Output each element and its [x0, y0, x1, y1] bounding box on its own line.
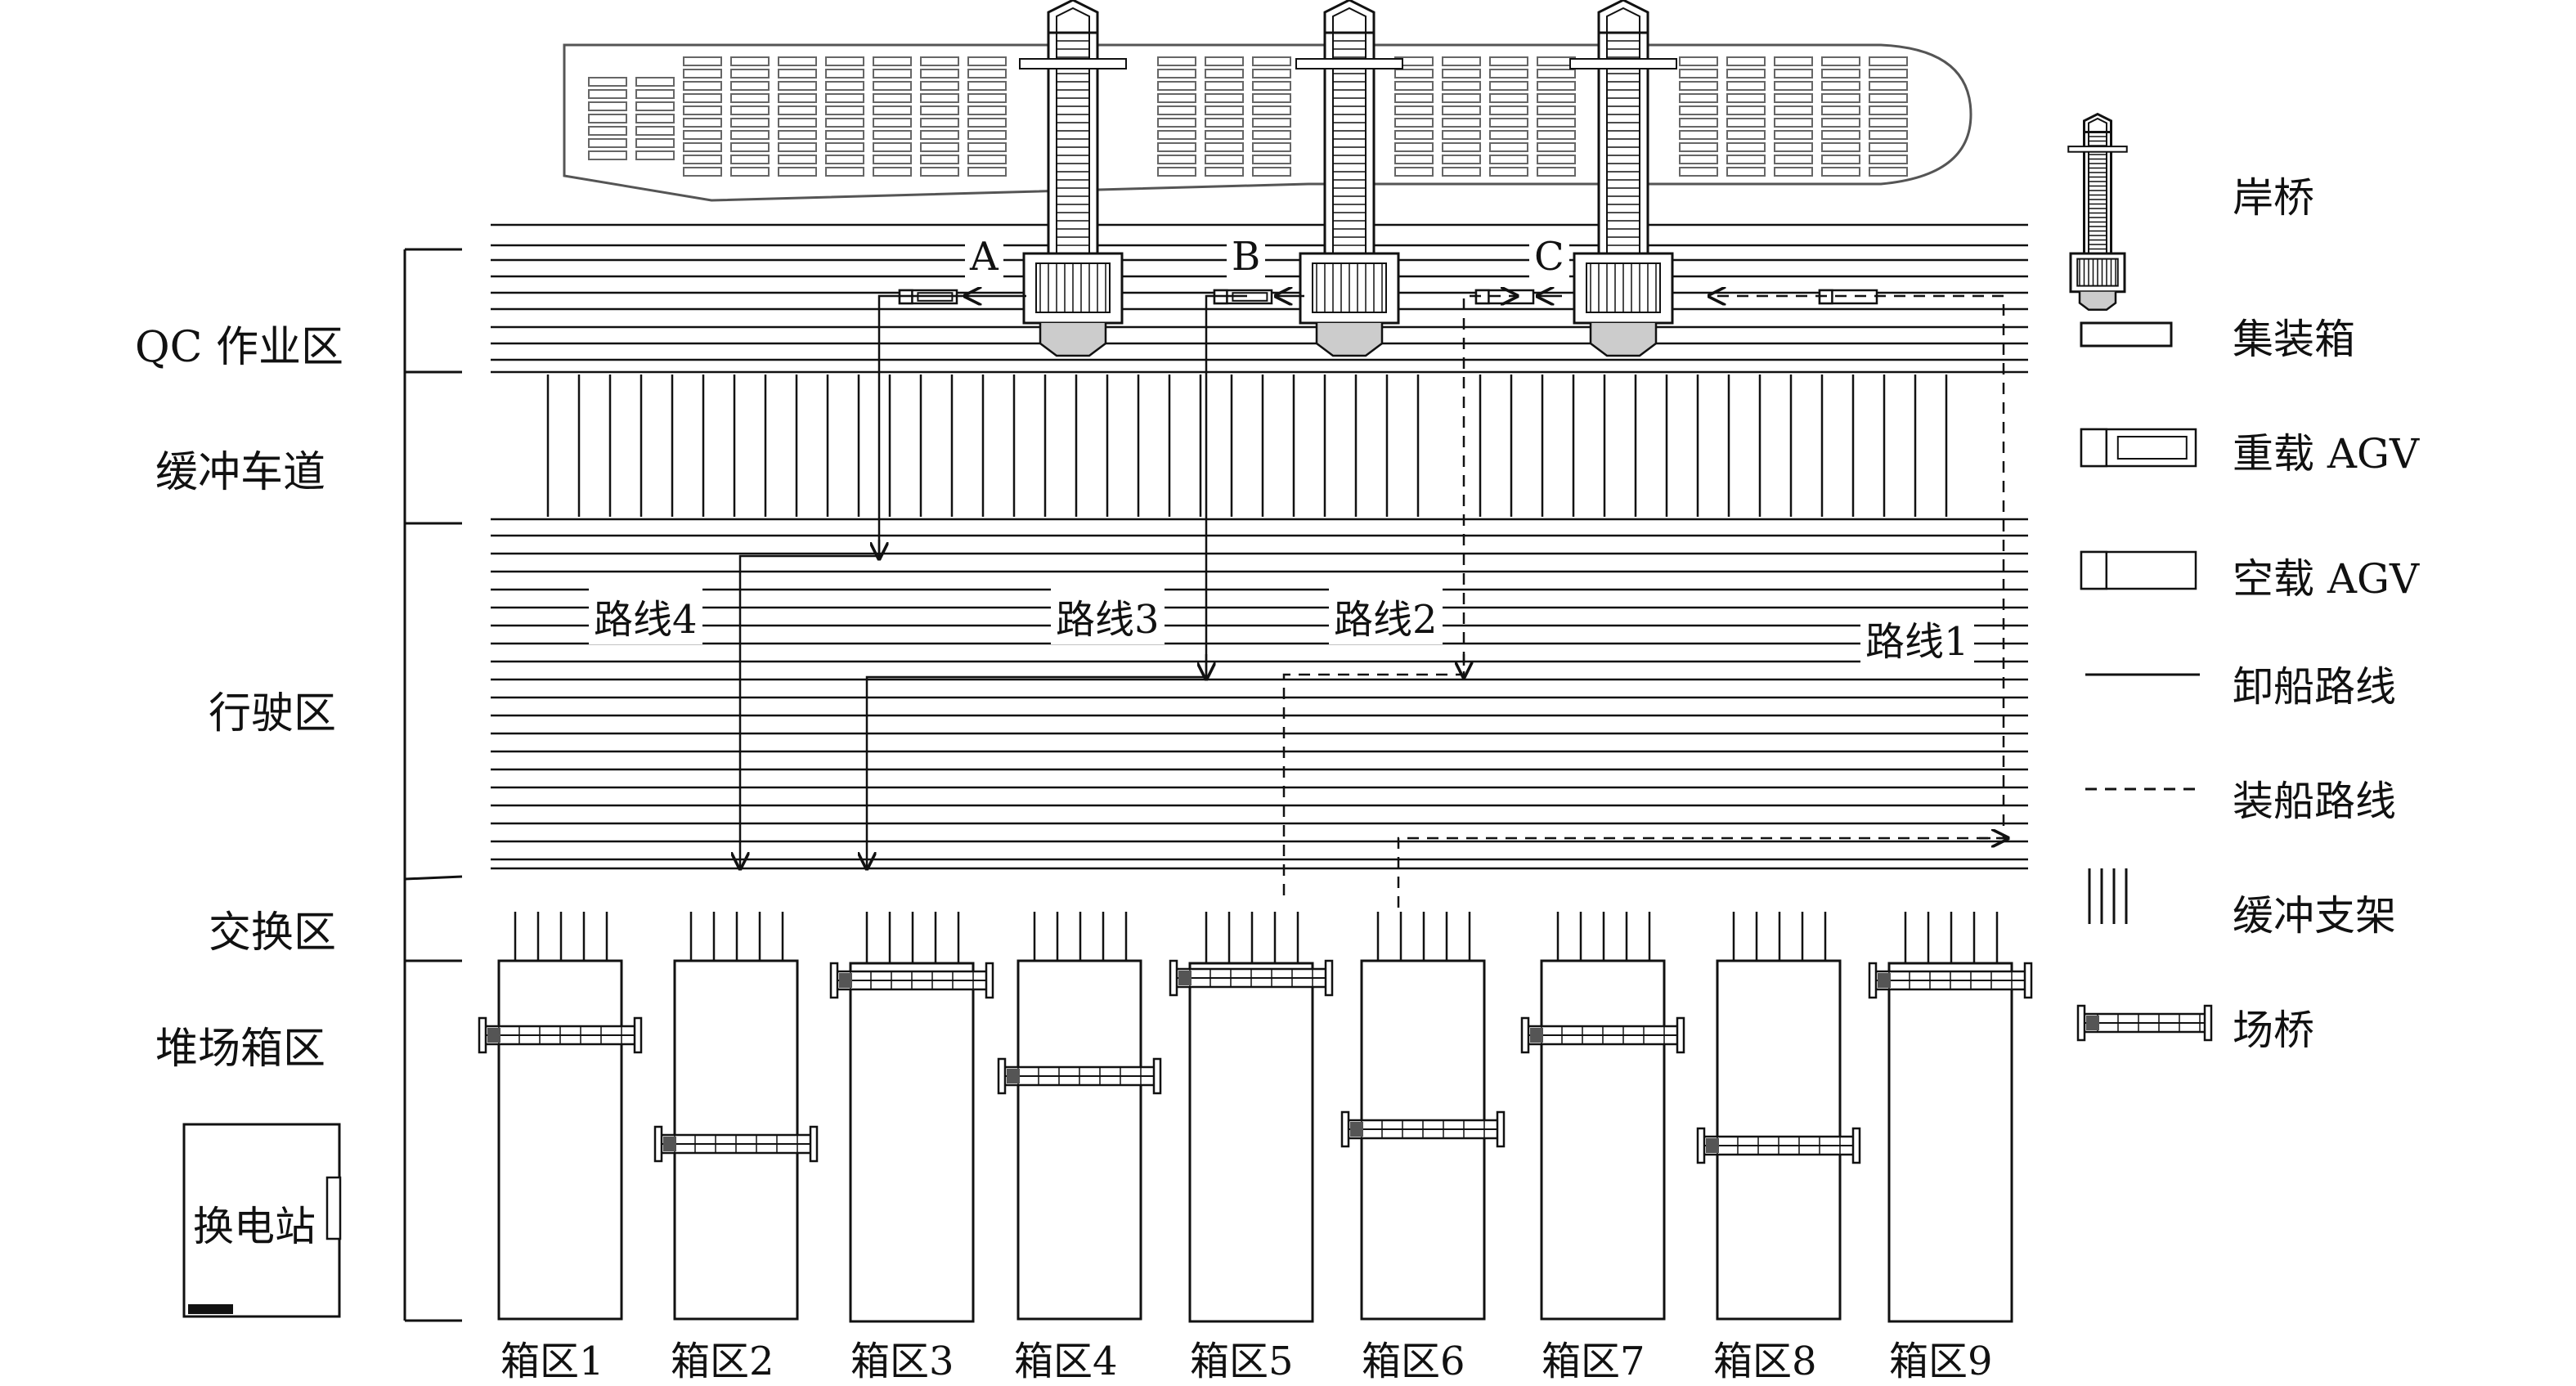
yard-crane-icon: [2076, 1004, 2213, 1042]
yard-crane-icon: [1340, 1110, 1506, 1148]
agvs: [898, 289, 1878, 305]
legend-label-empty-agv: 空载 AGV: [2233, 555, 2420, 603]
lane-lines: [491, 223, 2028, 870]
route-1-path: [1397, 296, 2005, 908]
yard-crane-icon: [1696, 1127, 1861, 1164]
legend-label-buffer-rack: 缓冲支架: [2233, 892, 2396, 940]
yard-block: [1868, 912, 2033, 1323]
yard-block: [478, 912, 643, 1321]
yard-label-3: 箱区3: [850, 1339, 954, 1384]
yard-block: [1340, 912, 1506, 1321]
zone-label-qc: QC 作业区: [135, 323, 343, 372]
routes: [740, 296, 2008, 908]
buffer-racks: [546, 375, 1948, 517]
ship: [563, 43, 1972, 202]
zone-label-drive: 行驶区: [209, 689, 337, 738]
empty-agv-icon: [2080, 550, 2197, 590]
legend-label-loaded-agv: 重载 AGV: [2233, 430, 2420, 478]
yard-crane-icon: [1520, 1016, 1685, 1054]
buffer-rack-icon: [2088, 868, 2128, 924]
empty-agv-icon: [1474, 289, 1535, 305]
quay-crane-icon: [1295, 0, 1403, 357]
crane-label-a: A: [965, 234, 1003, 280]
crane-label-b: B: [1227, 234, 1266, 280]
quay-cranes: [1019, 0, 1677, 357]
crane-label-c: C: [1529, 234, 1569, 280]
yard-block: [1696, 912, 1861, 1321]
yard-crane-icon: [653, 1125, 819, 1163]
route-4-path: [740, 294, 965, 868]
quay-crane-icon: [1569, 0, 1677, 357]
quay-crane-icon: [2067, 112, 2128, 311]
legend-label-unload-route: 卸船路线: [2233, 663, 2396, 711]
yard-label-6: 箱区6: [1362, 1339, 1465, 1384]
yard-block: [829, 912, 994, 1323]
route-label-1: 路线1: [1860, 609, 1974, 666]
yard-label-5: 箱区5: [1190, 1339, 1294, 1384]
loaded-agv-icon: [2080, 428, 2197, 468]
route-label-4: 路线4: [589, 587, 702, 644]
zone-label-buffer: 缓冲车道: [155, 448, 326, 497]
yard-crane-icon: [1868, 962, 2033, 999]
legend-label-quay-crane: 岸桥: [2233, 174, 2314, 222]
yard-block: [653, 912, 819, 1321]
container-icon: [2080, 321, 2173, 348]
yard-label-7: 箱区7: [1542, 1339, 1645, 1384]
yard-crane-icon: [997, 1057, 1162, 1095]
legend-label-yard-crane: 场桥: [2233, 1007, 2314, 1054]
yard-block: [1520, 912, 1685, 1321]
yard-crane-icon: [1169, 959, 1334, 997]
yard-crane-icon: [829, 962, 994, 999]
route-label-3: 路线3: [1051, 587, 1165, 644]
yard-label-4: 箱区4: [1014, 1339, 1118, 1384]
yard-label-1: 箱区1: [500, 1339, 604, 1384]
route-3-path: [867, 294, 1247, 868]
yard-label-2: 箱区2: [671, 1339, 774, 1384]
yard-crane-icon: [478, 1016, 643, 1054]
route-label-2: 路线2: [1329, 587, 1443, 644]
legend-label-load-route: 装船路线: [2233, 778, 2396, 825]
zone-label-exchange: 交换区: [209, 908, 337, 958]
zone-bracket: [403, 248, 463, 1322]
swap-station-label: 换电站: [193, 1203, 316, 1250]
quay-crane-icon: [1019, 0, 1127, 357]
swap-station: [182, 1123, 342, 1318]
legend-label-container: 集装箱: [2233, 316, 2355, 363]
yard-block: [1169, 912, 1334, 1323]
yard-label-8: 箱区8: [1713, 1339, 1817, 1384]
yard-block: [997, 912, 1162, 1321]
legend: [2067, 112, 2213, 1042]
zone-label-yard: 堆场箱区: [155, 1025, 326, 1074]
empty-agv-icon: [1818, 289, 1878, 305]
yard-blocks: [478, 912, 2033, 1323]
yard-label-9: 箱区9: [1889, 1339, 1993, 1384]
